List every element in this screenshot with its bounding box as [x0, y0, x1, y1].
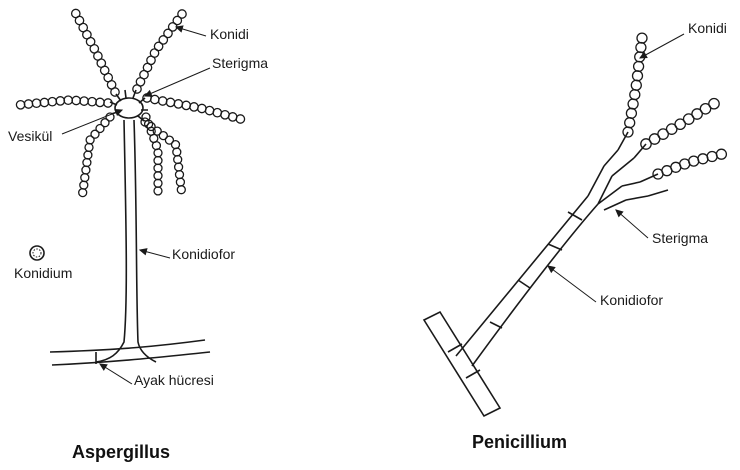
- asp-label-konidiofor: Konidiofor: [172, 246, 235, 262]
- asp-chain-down-right-bead: [176, 171, 184, 179]
- label-pointers: [62, 26, 684, 384]
- asp-chain-right-bead: [159, 97, 167, 105]
- pen-arrow-konidi-head: [640, 52, 647, 58]
- pen-title: Penicillium: [472, 432, 567, 453]
- asp-chain-right-bead: [174, 100, 182, 108]
- asp-chain-down-mid-bead: [154, 179, 162, 187]
- asp-chain-down-left-bead: [82, 166, 90, 174]
- asp-arrow-vesikul-head: [115, 110, 122, 116]
- asp-chain-left-bead: [72, 96, 80, 104]
- asp-chain-left-bead: [56, 97, 64, 105]
- asp-chain-left-bead: [24, 100, 32, 108]
- pen-arrow-konidiofor: [548, 266, 596, 302]
- asp-chain-down-right-bead: [175, 163, 183, 171]
- asp-chain-up-left-bead: [72, 9, 80, 17]
- asp-arrow-konidiofor-head: [140, 249, 147, 255]
- pen-chain-1-bead: [628, 99, 638, 109]
- pen-foot-block: [424, 312, 500, 416]
- asp-chain-right-bead: [166, 98, 174, 106]
- pen-chain-1-bead: [634, 61, 644, 71]
- asp-chain-down-left-bead: [84, 151, 92, 159]
- pen-chain-1-bead: [633, 71, 643, 81]
- pen-chain-1-bead: [636, 43, 646, 53]
- pen-label-konidiofor: Konidiofor: [600, 292, 663, 308]
- asp-chain-down-mid-bead: [154, 187, 162, 195]
- asp-chain-down-left-bead: [80, 181, 88, 189]
- asp-chain-down-left-bead: [86, 136, 94, 144]
- pen-chain-3-bead: [707, 152, 717, 162]
- asp-chain-left-bead: [16, 101, 24, 109]
- asp-chain-down-right-bead: [173, 148, 181, 156]
- asp-chain-down-right-bead: [177, 186, 185, 194]
- aspergillus-drawing: [30, 90, 210, 365]
- asp-chain-down-left-bead: [85, 143, 93, 151]
- asp-chain-up-right-bead: [178, 10, 186, 18]
- asp-label-sterigma: Sterigma: [212, 55, 268, 71]
- penicillium-conidia-chains: [623, 33, 726, 179]
- asp-chain-down-mid-bead: [154, 164, 162, 172]
- asp-vesicle: [115, 98, 143, 118]
- pen-conidiophore: [456, 196, 598, 366]
- asp-chain-down-mid-bead: [154, 172, 162, 180]
- asp-label-ayak-hucresi: Ayak hücresi: [134, 372, 214, 388]
- asp-label-konidium: Konidium: [14, 265, 72, 281]
- pen-chain-1-bead: [630, 90, 640, 100]
- penicillium-drawing: [424, 132, 668, 416]
- asp-chain-down-right-bead: [174, 156, 182, 164]
- asp-chain-down-left-bead: [79, 189, 87, 197]
- pen-chain-3-bead: [716, 149, 726, 159]
- asp-chain-down-right-bead: [172, 141, 180, 149]
- pen-metulae: [588, 150, 648, 210]
- asp-chain-left-bead: [96, 98, 104, 106]
- pen-chain-1-bead: [625, 118, 635, 128]
- pen-chain-3-bead: [689, 156, 699, 166]
- pen-septa: [490, 212, 582, 328]
- asp-konidium-spore: [30, 246, 44, 260]
- asp-label-vesikul: Vesikül: [8, 128, 52, 144]
- asp-chain-left-bead: [80, 97, 88, 105]
- asp-chain-left-bead: [88, 98, 96, 106]
- pen-label-sterigma: Sterigma: [652, 230, 708, 246]
- asp-chain-left-bead: [32, 99, 40, 107]
- asp-arrow-sterigma: [145, 68, 210, 96]
- pen-chain-1-bead: [626, 108, 636, 118]
- asp-chain-left-bead: [48, 98, 56, 106]
- asp-title: Aspergillus: [72, 442, 170, 463]
- asp-chain-down-mid-bead: [152, 142, 160, 150]
- pen-chain-3-bead: [698, 154, 708, 164]
- asp-chain-left-bead: [64, 96, 72, 104]
- pen-chain-1-bead: [631, 80, 641, 90]
- pen-chain-2-bead: [709, 99, 719, 109]
- asp-chain-down-left-bead: [81, 174, 89, 182]
- pen-chain-1-bead: [637, 33, 647, 43]
- asp-arrow-ayak-hucresi-head: [100, 364, 107, 370]
- asp-chain-right-bead: [182, 101, 190, 109]
- asp-chain-right-bead: [190, 103, 198, 111]
- pen-arrow-konidiofor-head: [548, 266, 555, 272]
- asp-arrow-vesikul: [62, 110, 122, 134]
- asp-chain-left-bead: [40, 98, 48, 106]
- asp-chain-down-mid-bead: [154, 157, 162, 165]
- asp-chain-down-left-bead: [83, 159, 91, 167]
- asp-hypha: [50, 340, 210, 365]
- asp-label-konidi: Konidi: [210, 26, 249, 42]
- asp-conidiophore: [96, 120, 156, 362]
- pen-label-konidi: Konidi: [688, 20, 727, 36]
- asp-chain-right-bead: [236, 115, 244, 123]
- asp-chain-down-mid-bead: [154, 149, 162, 157]
- asp-chain-down-right-bead: [176, 178, 184, 186]
